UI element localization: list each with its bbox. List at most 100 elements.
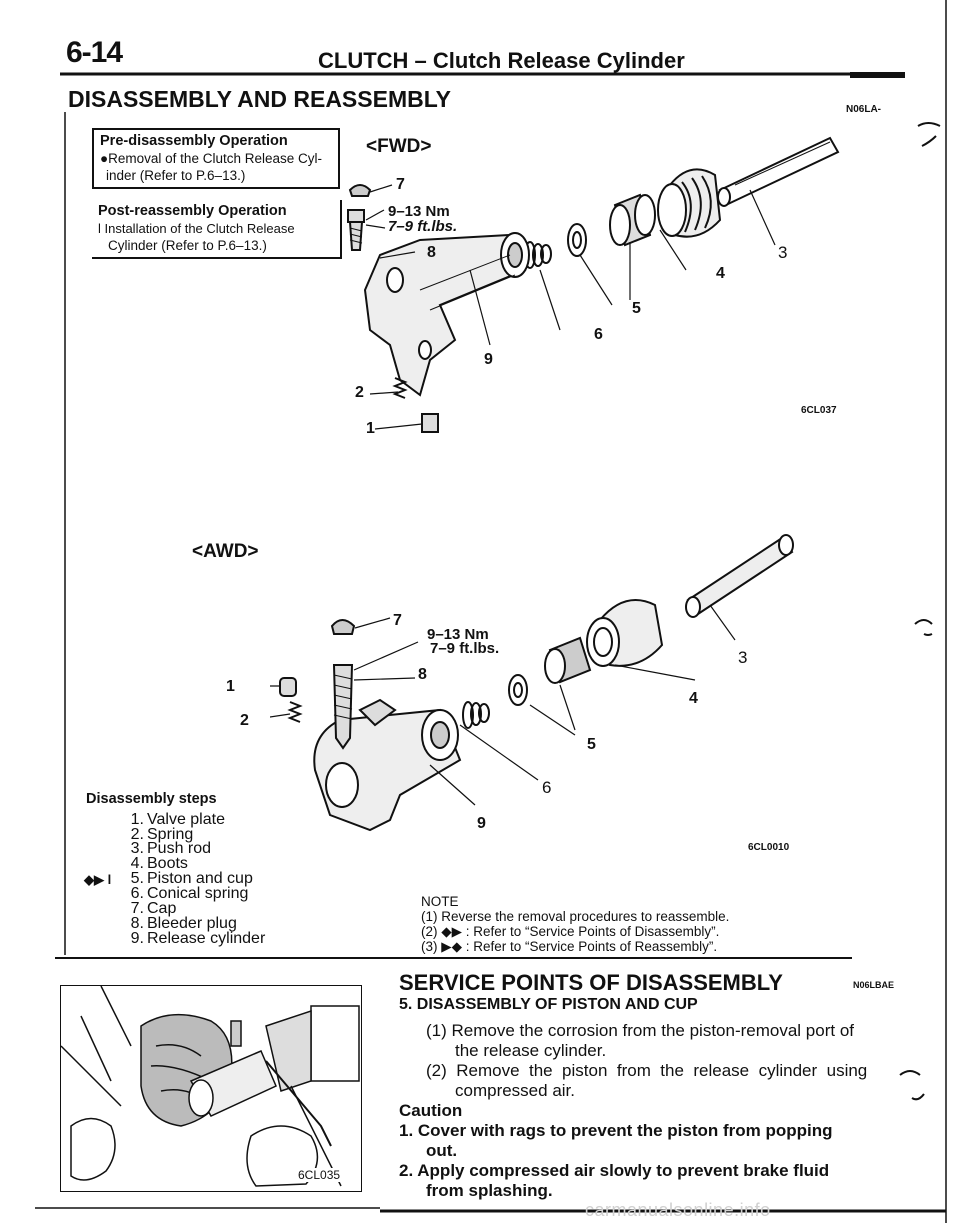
post-reassembly-box: Post-reassembly Operation l Installation…: [92, 200, 342, 259]
fwd-callout-8: 8: [427, 244, 436, 261]
awd-boot-part: [586, 599, 664, 667]
note-title: NOTE: [421, 894, 459, 909]
fwd-torque-ftlbs: 7–9 ft.lbs.: [388, 218, 458, 235]
awd-callout-8: 8: [418, 666, 427, 683]
step-label: Cap: [147, 900, 177, 917]
awd-torque-nm: 9–13 Nm: [427, 626, 489, 643]
post-reassembly-title: Post-reassembly Operation: [98, 203, 287, 219]
awd-exploded-diagram: [270, 534, 794, 832]
step-number: 5.: [130, 870, 144, 887]
awd-callout-3: 3: [738, 648, 748, 667]
awd-piston-part: [544, 636, 592, 684]
step-number: 4.: [130, 855, 144, 872]
fwd-boot-part: [657, 168, 722, 238]
fwd-bleeder-plug-part: [347, 209, 365, 251]
header-rule: [60, 72, 905, 78]
awd-bleeder-plug-part: [332, 664, 354, 750]
fwd-torque-nm: 9–13 Nm: [388, 203, 450, 220]
hands-with-cylinder-drawing: [61, 986, 360, 1187]
step-number: 8.: [130, 915, 144, 932]
section-code: N06LA-: [846, 104, 882, 115]
pre-disassembly-line-1: ●Removal of the Clutch Release Cyl-: [100, 151, 322, 166]
caution-2-line-2: from splashing.: [426, 1181, 553, 1200]
fwd-spring-part: [392, 377, 408, 399]
post-reassembly-line-1: l Installation of the Clutch Release: [98, 221, 295, 236]
service-points-code: N06LBAE: [853, 980, 895, 990]
note-line-1: (1) Reverse the removal procedures to re…: [421, 909, 730, 924]
awd-callout-9: 9: [477, 815, 486, 832]
step-number: 6.: [130, 885, 144, 902]
page-number: 6-14: [66, 36, 123, 69]
disassembly-step: 6.Conical spring: [130, 885, 249, 902]
awd-callout-4: 4: [689, 690, 698, 707]
caution-1-line-1: 1. Cover with rags to prevent the piston…: [399, 1121, 833, 1140]
awd-spring-part: [287, 701, 303, 723]
caution-2-line-1: 2. Apply compressed air slowly to preven…: [399, 1161, 830, 1180]
step-label: Spring: [147, 826, 194, 843]
fwd-callout-6: 6: [594, 326, 603, 343]
fwd-callout-3: 3: [778, 243, 788, 262]
awd-callout-7: 7: [393, 612, 402, 629]
awd-callout-5: 5: [587, 736, 596, 753]
awd-conical-spring-part: [462, 701, 490, 729]
awd-label: <AWD>: [192, 541, 259, 562]
disassembly-step: 5.Piston and cup: [130, 871, 253, 887]
post-reassembly-line-2: Cylinder (Refer to P.6–13.): [108, 238, 267, 253]
para-1-line-1: (1) Remove the corrosion from the piston…: [426, 1021, 855, 1040]
step-label: Boots: [147, 855, 188, 872]
fwd-release-cylinder-part: [363, 232, 530, 397]
piston-removal-illustration: [60, 985, 362, 1192]
step-label: Piston and cup: [147, 870, 253, 887]
awd-torque-ftlbs: 7–9 ft.lbs.: [430, 640, 500, 657]
fwd-label: <FWD>: [366, 136, 432, 157]
fwd-figure-code: 6CL037: [801, 405, 837, 416]
fwd-callout-7: 7: [396, 176, 405, 193]
step-label: Valve plate: [147, 811, 225, 828]
fwd-callout-2: 2: [355, 384, 364, 401]
awd-figure-code: 6CL0010: [748, 842, 790, 853]
para-1-line-2: the release cylinder.: [455, 1041, 607, 1060]
disassembly-step: 1.Valve plate: [130, 812, 225, 828]
disassembly-step: 4.Boots: [130, 856, 188, 872]
pre-disassembly-line-2: inder (Refer to P.6–13.): [106, 168, 246, 183]
awd-callout-1: 1: [226, 678, 235, 695]
awd-release-cylinder-part: [313, 698, 462, 832]
note-line-3: (3) ▶◆ : Refer to “Service Points of Rea…: [421, 939, 718, 954]
fwd-callout-5: 5: [632, 300, 641, 317]
awd-callout-2: 2: [240, 712, 249, 729]
step-number: 9.: [130, 930, 144, 947]
awd-push-rod-part: [685, 534, 794, 618]
fwd-callout-1: 1: [366, 420, 375, 437]
step-label: Release cylinder: [147, 930, 266, 947]
page-header-title: CLUTCH – Clutch Release Cylinder: [318, 48, 685, 73]
fwd-push-rod-part: [717, 136, 840, 207]
note-block: NOTE (1) Reverse the removal procedures …: [421, 894, 729, 954]
service-point-marks: ◆▶ l: [84, 872, 112, 887]
disassembly-step: 2.Spring: [130, 826, 194, 843]
disassembly-steps-heading: Disassembly steps: [86, 791, 217, 807]
section-title: DISASSEMBLY AND REASSEMBLY: [68, 86, 451, 112]
step-number: 3.: [130, 840, 144, 857]
service-points-title: SERVICE POINTS OF DISASSEMBLY: [399, 970, 783, 995]
disassembly-step: 9.Release cylinder: [130, 930, 266, 947]
step-number: 2.: [130, 826, 144, 843]
disassembly-step: 7.Cap: [130, 900, 177, 917]
fwd-piston-part: [609, 193, 656, 247]
fwd-callout-4: 4: [716, 265, 725, 282]
service-points-subtitle: 5. DISASSEMBLY OF PISTON AND CUP: [399, 996, 698, 1013]
step-label: Push rod: [147, 840, 212, 857]
caution-1-line-2: out.: [426, 1141, 458, 1160]
note-line-2: (2) ◆▶ : Refer to “Service Points of Dis…: [421, 924, 720, 939]
watermark-text: carmanualsonline.info: [585, 1200, 771, 1220]
pre-disassembly-box: Pre-disassembly Operation ●Removal of th…: [92, 128, 340, 189]
awd-callout-6: 6: [542, 778, 552, 797]
step-number: 7.: [130, 900, 144, 917]
step-label: Conical spring: [147, 885, 249, 902]
awd-cap-part: [330, 619, 356, 635]
fwd-valve-plate-part: [421, 413, 439, 433]
para-2-line-1: (2) Remove the piston from the release c…: [426, 1061, 868, 1080]
awd-valve-plate-part: [279, 677, 297, 697]
disassembly-step: 8.Bleeder plug: [130, 916, 237, 932]
step-label: Bleeder plug: [147, 915, 237, 932]
